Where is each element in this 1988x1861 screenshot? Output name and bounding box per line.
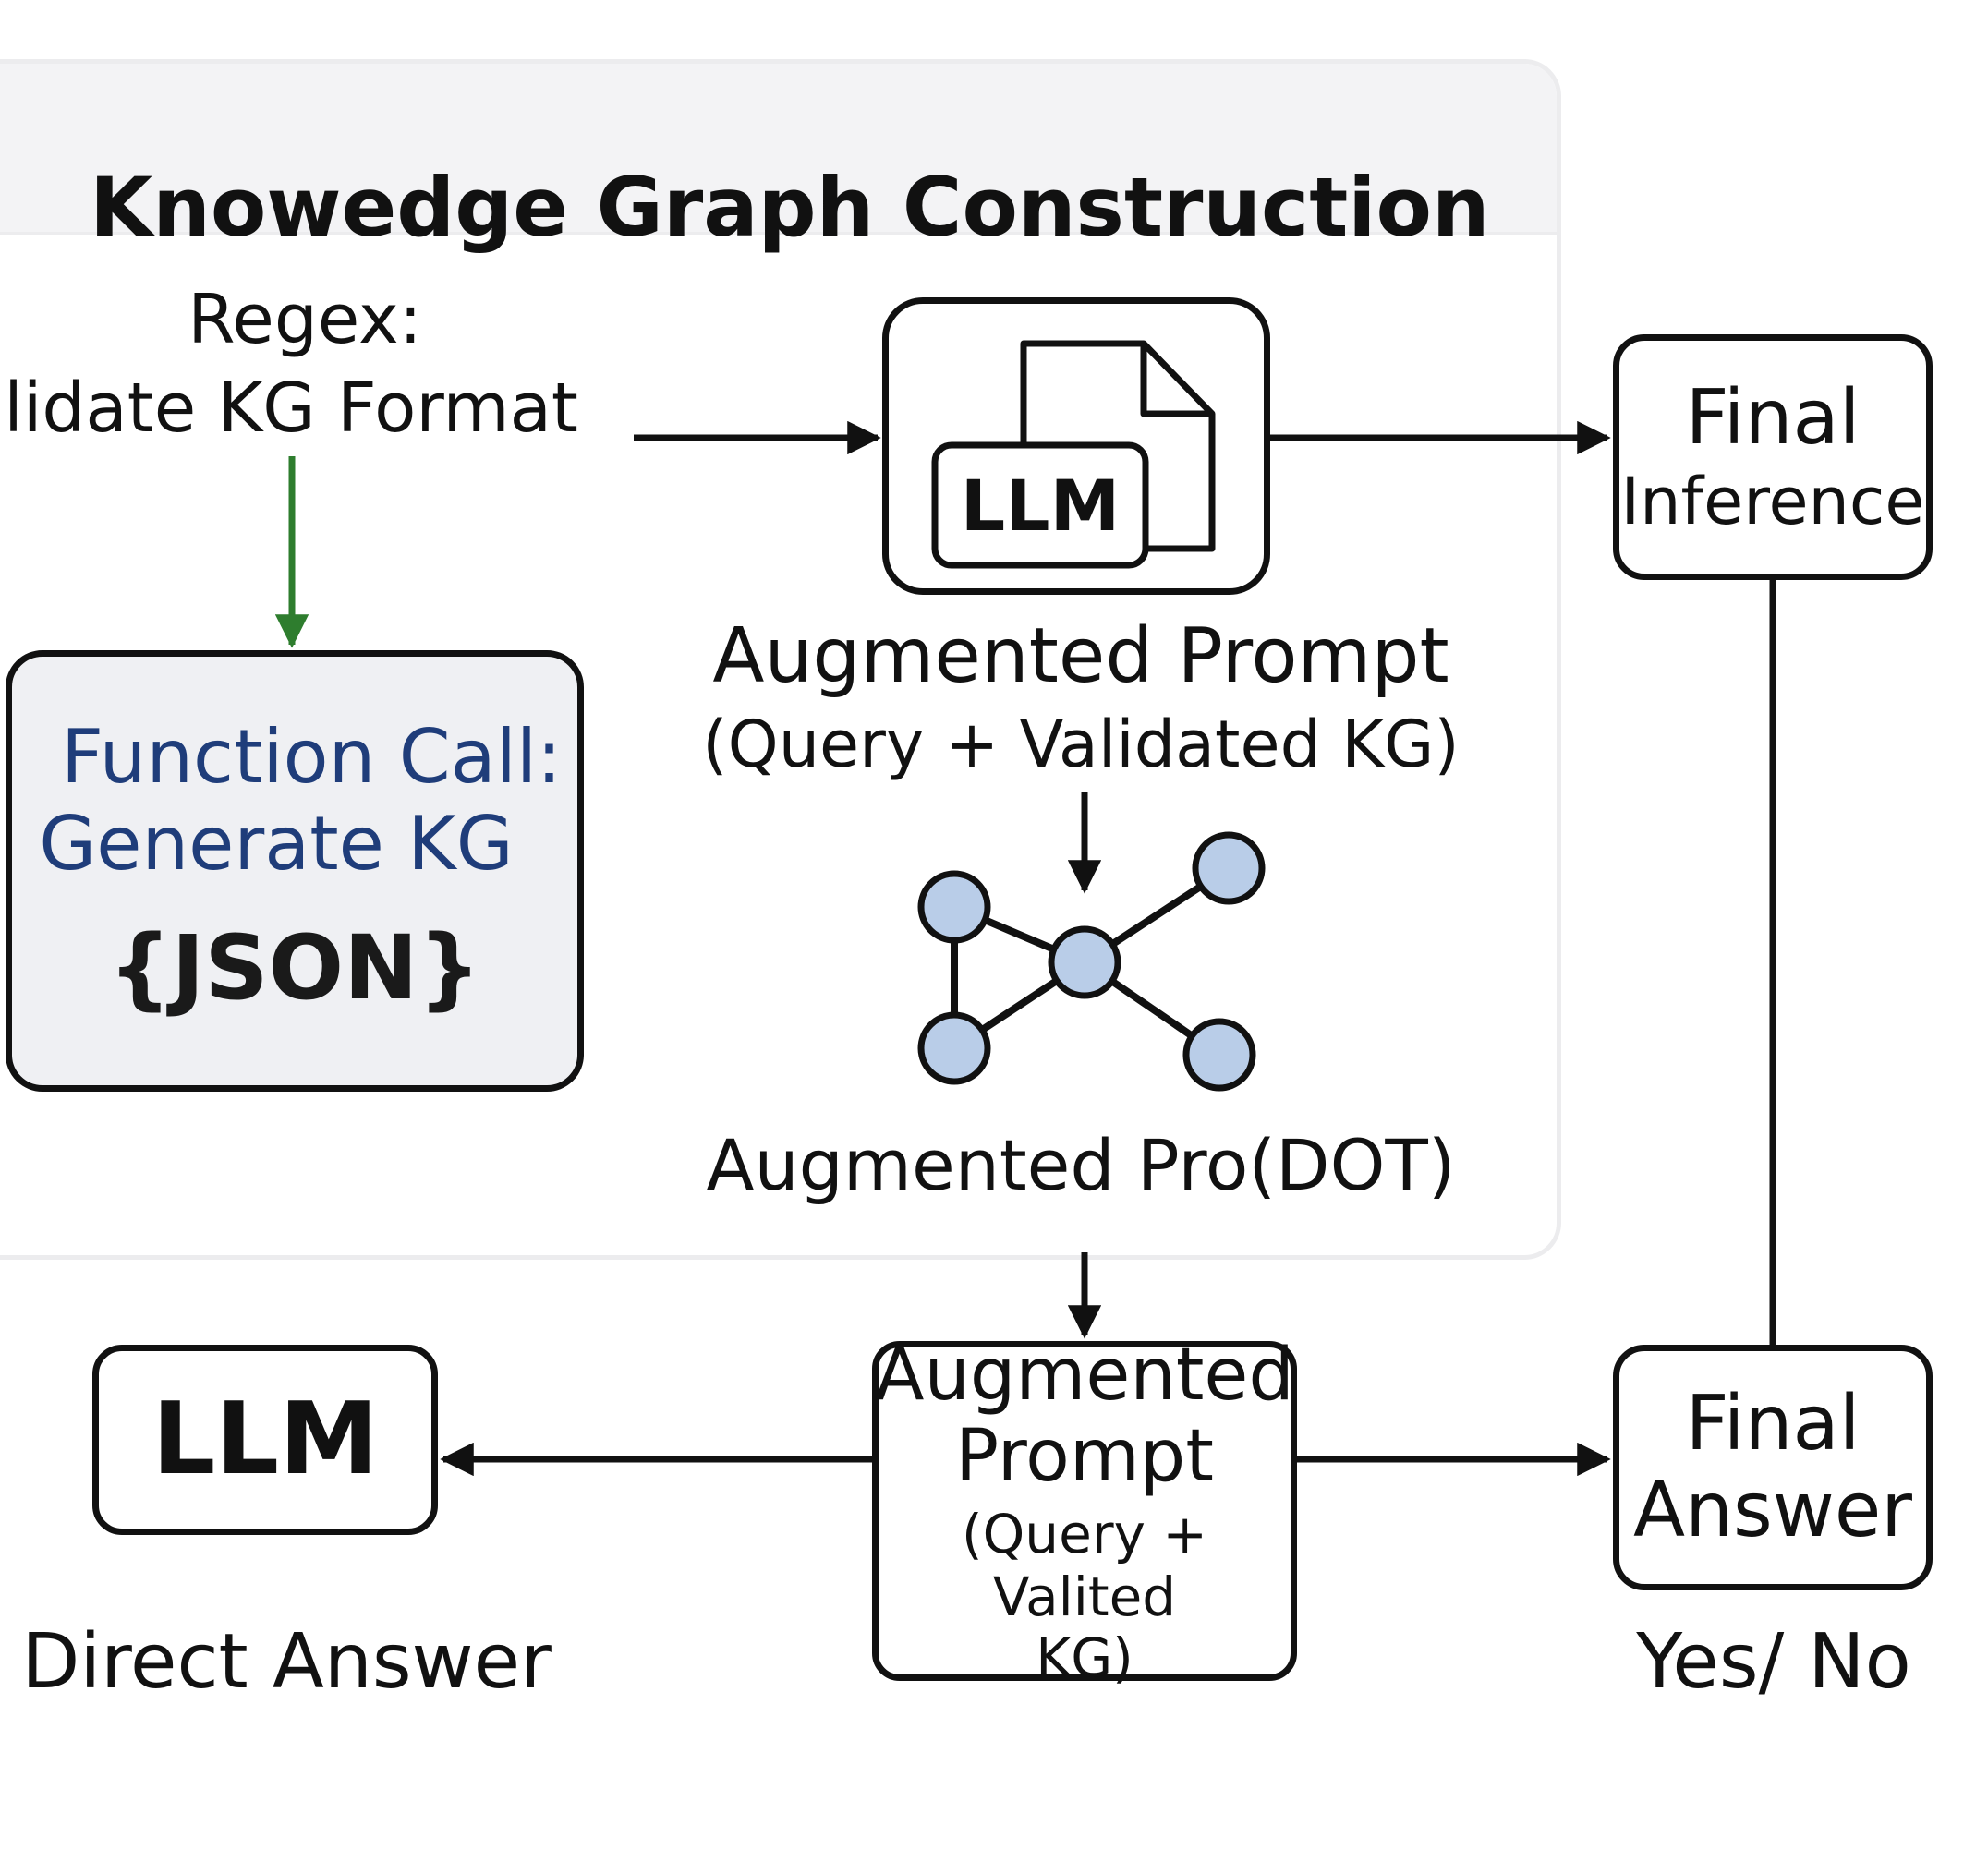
function-call-line-1: Function Call: xyxy=(61,714,562,800)
final-answer-box: Final Answer xyxy=(1613,1345,1933,1590)
graph-node xyxy=(917,870,991,944)
panel-header: Knowedge Graph Construction xyxy=(0,64,1557,255)
graph-node xyxy=(917,1011,991,1085)
llm-icon-label: LLM xyxy=(960,465,1121,547)
final-inference-line-2: Inference xyxy=(1620,464,1925,539)
final-answer-line-1: Final xyxy=(1685,1380,1861,1468)
regex-label: Regex: Validate KG Format xyxy=(0,275,628,453)
direct-answer-label: Direct Answer xyxy=(21,1618,552,1706)
graph-node xyxy=(1048,925,1121,999)
augmented-prompt-bottom-line-3: (Query + Valited xyxy=(962,1503,1207,1628)
final-inference-box: Final Inference xyxy=(1613,334,1933,580)
augmented-prompt-bottom-line-2: Prompt xyxy=(955,1415,1214,1498)
llm-box-label: LLM xyxy=(152,1382,379,1497)
graph-node xyxy=(1182,1018,1256,1092)
yes-no-label: Yes/ No xyxy=(1636,1618,1911,1706)
function-call-line-2: Generate KG xyxy=(39,801,514,887)
llm-box: LLM xyxy=(92,1345,438,1535)
regex-line-1: Regex: xyxy=(188,280,422,359)
panel-title: Knowedge Graph Construction xyxy=(90,160,1490,255)
augmented-dot-label: Augmented Pro(DOT) xyxy=(706,1124,1456,1206)
augmented-prompt-bottom-line-1: Augmented xyxy=(875,1334,1294,1417)
final-inference-line-1: Final xyxy=(1685,374,1861,462)
augmented-prompt-top-line-1: Augmented Prompt xyxy=(712,612,1449,700)
augmented-prompt-bottom-box: Augmented Prompt (Query + Valited KG) xyxy=(872,1335,1297,1687)
augmented-prompt-top-line-2: (Query + Validated KG) xyxy=(702,707,1460,782)
graph-node xyxy=(1192,831,1266,905)
function-call-box: Function Call: Generate KG {JSON} xyxy=(6,650,584,1092)
augmented-prompt-top: Augmented Prompt (Query + Validated KG) xyxy=(702,611,1460,787)
json-label: {JSON} xyxy=(108,916,481,1020)
regex-line-2: Validate KG Format xyxy=(0,369,578,448)
final-answer-line-2: Answer xyxy=(1632,1467,1912,1554)
augmented-prompt-bottom-line-4: KG) xyxy=(1036,1626,1133,1689)
